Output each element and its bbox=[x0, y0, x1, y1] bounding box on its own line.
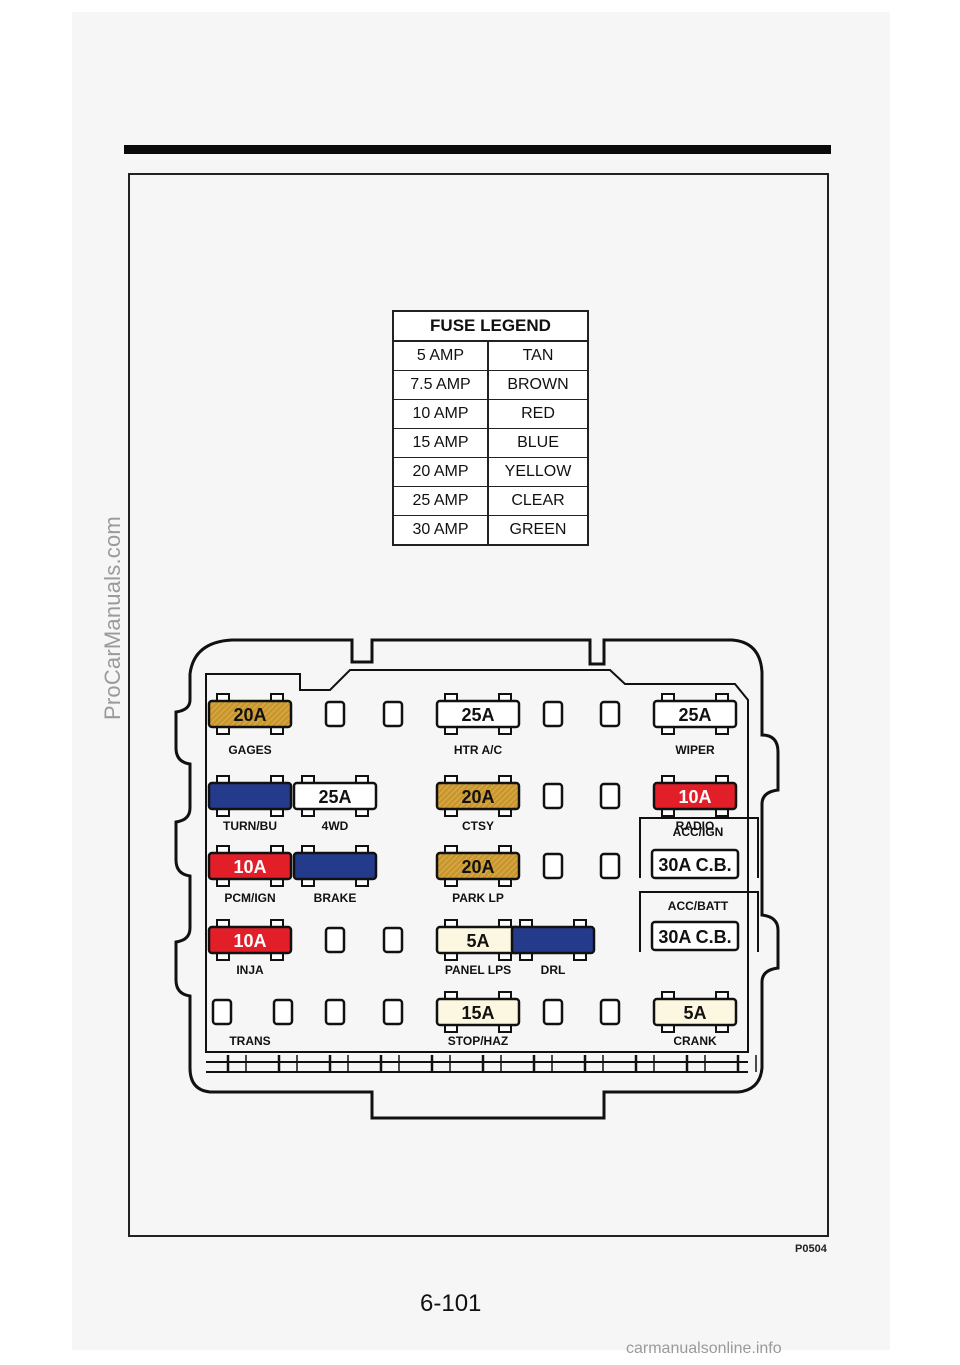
fuse bbox=[510, 919, 596, 961]
empty-fuse-slot bbox=[599, 700, 621, 728]
empty-fuse-slot bbox=[599, 852, 621, 880]
fuse: 5A bbox=[435, 919, 521, 961]
empty-fuse-slot bbox=[324, 998, 346, 1026]
empty-fuse-slot bbox=[272, 998, 294, 1026]
legend-amp: 20 AMP bbox=[394, 458, 489, 486]
breaker-label: ACC/BATT bbox=[668, 899, 729, 913]
fuse-rating: 25A bbox=[678, 705, 711, 725]
fuse-circuit-label: GAGES bbox=[228, 743, 271, 757]
fuse: 20A bbox=[207, 693, 293, 735]
fuse: 20A bbox=[435, 845, 521, 887]
circuit-breakers: ACC/IGN 30A C.B. ACC/BATT 30A C.B. bbox=[639, 817, 759, 952]
legend-row: 7.5 AMP BROWN bbox=[394, 371, 587, 400]
fuse: 25A bbox=[292, 775, 378, 817]
fuse: 15A bbox=[435, 991, 521, 1033]
fuse: 10A bbox=[652, 775, 738, 817]
fuse-circuit-label: PARK LP bbox=[452, 891, 504, 905]
legend-amp: 30 AMP bbox=[394, 516, 489, 544]
fuse-rating: 10A bbox=[233, 931, 266, 951]
empty-fuse-slot bbox=[324, 926, 346, 954]
fuse bbox=[292, 845, 378, 887]
empty-fuse-slot bbox=[542, 998, 564, 1026]
legend-amp: 25 AMP bbox=[394, 487, 489, 515]
fuse-rating: 20A bbox=[233, 705, 266, 725]
empty-fuse-slot bbox=[599, 998, 621, 1026]
fuse-rating: 10A bbox=[678, 787, 711, 807]
circuit-breaker: ACC/BATT 30A C.B. bbox=[639, 891, 759, 952]
fuse-rating: 20A bbox=[461, 857, 494, 877]
fuse: 25A bbox=[652, 693, 738, 735]
empty-fuse-slot bbox=[211, 998, 233, 1026]
fuse bbox=[207, 775, 293, 817]
legend-row: 20 AMP YELLOW bbox=[394, 458, 587, 487]
fuse-rating: 5A bbox=[466, 931, 489, 951]
fuse-circuit-label: BRAKE bbox=[314, 891, 357, 905]
fuse: 5A bbox=[652, 991, 738, 1033]
legend-amp: 5 AMP bbox=[394, 342, 489, 370]
fuse: 20A bbox=[435, 775, 521, 817]
legend-row: 10 AMP RED bbox=[394, 400, 587, 429]
empty-fuse-slot bbox=[542, 852, 564, 880]
empty-fuse-slot bbox=[599, 782, 621, 810]
empty-fuse-slot bbox=[542, 782, 564, 810]
empty-fuse-slot bbox=[324, 700, 346, 728]
fuse-rating: 15A bbox=[461, 1003, 494, 1023]
fuse-circuit-label: RADIO bbox=[676, 819, 715, 833]
fuse: 25A bbox=[435, 693, 521, 735]
fuse-circuit-label: WIPER bbox=[675, 743, 715, 757]
legend-color: TAN bbox=[522, 347, 554, 364]
footer-watermark: carmanualsonline.info bbox=[626, 1340, 782, 1357]
empty-fuse-slot bbox=[542, 700, 564, 728]
terminal-comb bbox=[226, 1055, 757, 1072]
legend-title: FUSE LEGEND bbox=[394, 312, 587, 342]
legend-color: GREEN bbox=[509, 521, 567, 538]
breaker-rating: 30A C.B. bbox=[658, 927, 731, 947]
fuse-circuit-label: CTSY bbox=[462, 819, 494, 833]
fuse-circuit-label: STOP/HAZ bbox=[448, 1034, 508, 1048]
legend-row: 25 AMP CLEAR bbox=[394, 487, 587, 516]
empty-fuse-slot bbox=[382, 998, 404, 1026]
empty-fuse-slot bbox=[382, 700, 404, 728]
fuse-circuit-label: PANEL LPS bbox=[445, 963, 511, 977]
top-rule bbox=[124, 145, 831, 154]
legend-amp: 15 AMP bbox=[394, 429, 489, 457]
page-number: 6-101 bbox=[420, 1290, 482, 1317]
legend-row: 5 AMP TAN bbox=[394, 342, 587, 371]
legend-color: RED bbox=[521, 405, 555, 422]
legend-row: 15 AMP BLUE bbox=[394, 429, 587, 458]
breaker-label: ACC/IGN bbox=[673, 825, 724, 839]
breaker-rating: 30A C.B. bbox=[658, 855, 731, 875]
empty-fuse-slot bbox=[382, 926, 404, 954]
fuse: 10A bbox=[207, 845, 293, 887]
legend-color: BROWN bbox=[507, 376, 569, 393]
fuse-circuit-label: HTR A/C bbox=[454, 743, 503, 757]
fuse-circuit-label: DRL bbox=[541, 963, 566, 977]
circuit-breaker: ACC/IGN 30A C.B. bbox=[639, 817, 759, 880]
legend-color: BLUE bbox=[517, 434, 559, 451]
fuse-slots: 20A 25A 25A GAGES HTR A/C WIPER 25A 20A 10A TURN/… bbox=[207, 693, 738, 1048]
fuse-circuit-label: CRANK bbox=[673, 1034, 717, 1048]
fuse-circuit-label: TURN/BU bbox=[223, 819, 277, 833]
fuse-circuit-label: TRANS bbox=[229, 1034, 270, 1048]
legend-amp: 7.5 AMP bbox=[394, 371, 489, 399]
fuse-block-outline bbox=[174, 638, 780, 1120]
fuse-rating: 20A bbox=[461, 787, 494, 807]
figure-code: P0504 bbox=[795, 1243, 827, 1255]
fuse-legend-table: FUSE LEGEND 5 AMP TAN 7.5 AMP BROWN 10 AMP… bbox=[392, 310, 589, 546]
legend-color: YELLOW bbox=[504, 463, 572, 480]
legend-color: CLEAR bbox=[511, 492, 565, 509]
fuse: 10A bbox=[207, 919, 293, 961]
fuse-circuit-label: INJA bbox=[236, 963, 264, 977]
fuse-rating: 5A bbox=[683, 1003, 706, 1023]
fuse-circuit-label: PCM/IGN bbox=[224, 891, 275, 905]
legend-row: 30 AMP GREEN bbox=[394, 516, 587, 544]
fuse-circuit-label: 4WD bbox=[322, 819, 349, 833]
fuse-rating: 10A bbox=[233, 857, 266, 877]
fuse-rating: 25A bbox=[461, 705, 494, 725]
fuse-rating: 25A bbox=[318, 787, 351, 807]
legend-amp: 10 AMP bbox=[394, 400, 489, 428]
